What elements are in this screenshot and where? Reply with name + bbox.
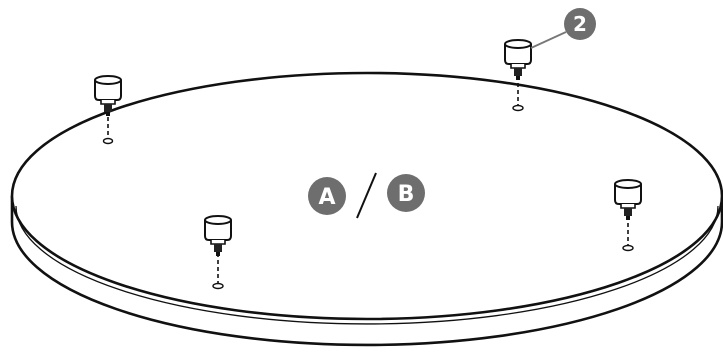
- screw-hole-icon: [212, 282, 224, 290]
- round-tabletop-icon: [10, 71, 723, 347]
- screw-hole-icon: [622, 244, 634, 252]
- part-label-a: A: [308, 177, 346, 215]
- foot-glide-back-right: [504, 39, 532, 112]
- foot-glide-back-left: [94, 75, 122, 145]
- foot-glide-right: [614, 179, 642, 252]
- screw-hole-icon: [102, 137, 114, 145]
- foot-glide-front-left: [204, 215, 232, 290]
- screw-hole-icon: [512, 104, 524, 112]
- part-label-a-text: A: [318, 185, 335, 210]
- callout-number: 2: [573, 12, 587, 36]
- adjustable-foot-glide-icon: [614, 179, 642, 220]
- part-label-b-text: B: [398, 182, 415, 207]
- tabletop-inner-edge-line: [15, 205, 719, 325]
- adjustable-foot-glide-icon: [504, 39, 532, 80]
- adjustable-foot-glide-icon: [94, 75, 122, 116]
- part-label-b: B: [387, 174, 425, 212]
- callout-badge: 2: [564, 8, 596, 40]
- callout-leader-line: [530, 31, 567, 49]
- part-label-separator: [356, 172, 377, 219]
- adjustable-foot-glide-icon: [204, 215, 232, 256]
